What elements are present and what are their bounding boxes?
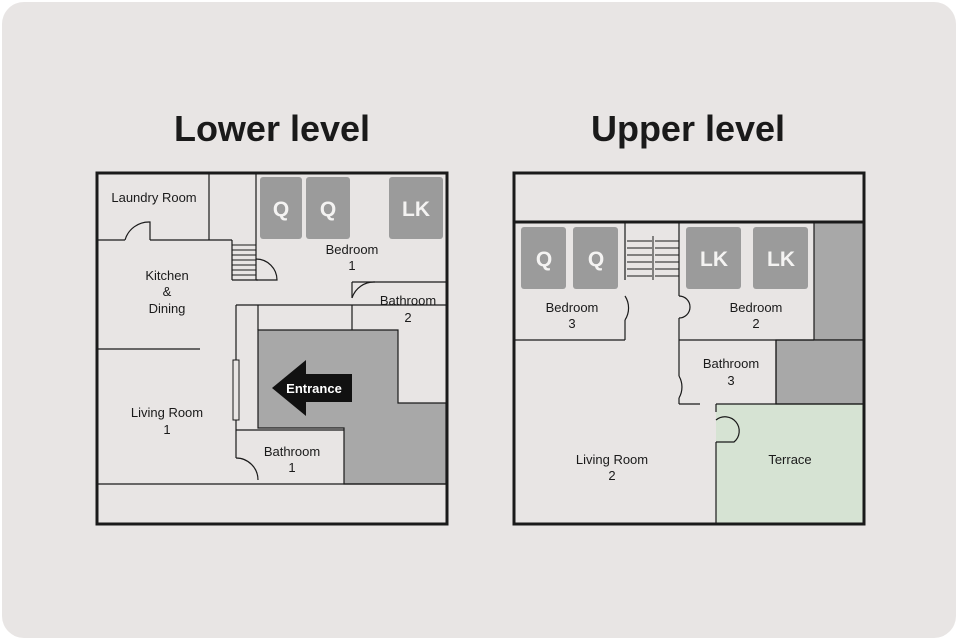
door-bedroom-2 <box>678 295 691 319</box>
lower-beds <box>260 177 443 239</box>
label-bathroom-2-num: 2 <box>404 310 411 325</box>
label-bedroom-1-num: 1 <box>348 258 355 273</box>
label-terrace: Terrace <box>768 452 811 467</box>
label-living-room-1-num: 1 <box>163 422 170 437</box>
entrance-area <box>257 329 447 485</box>
door-bathroom-1 <box>235 457 259 481</box>
upper-level-title: Upper level <box>590 108 786 149</box>
bed-q-1-label: Q <box>273 198 289 221</box>
upper-shaded-2 <box>775 339 865 405</box>
label-bathroom-3: Bathroom <box>703 356 759 371</box>
label-bedroom-1: Bedroom <box>326 242 379 257</box>
upper-doors <box>624 295 740 443</box>
label-bathroom-1: Bathroom <box>264 444 320 459</box>
label-kitchen: Kitchen <box>145 268 188 283</box>
upper-interior-walls <box>514 222 864 524</box>
bed-q-2-label: Q <box>320 198 336 221</box>
label-kitchen-amp: & <box>163 284 172 299</box>
bed-q-3-label: Q <box>536 248 552 271</box>
door-bedroom-1 <box>255 258 278 281</box>
bed-q-2 <box>306 177 350 239</box>
label-bedroom-3: Bedroom <box>546 300 599 315</box>
label-living-room-1: Living Room <box>131 405 203 420</box>
label-bathroom-2: Bathroom <box>380 293 436 308</box>
label-bathroom-1-num: 1 <box>288 460 295 475</box>
label-bedroom-2: Bedroom <box>730 300 783 315</box>
upper-stairs <box>627 236 679 280</box>
bed-lk-2 <box>686 227 741 289</box>
lower-doors <box>124 221 376 481</box>
lower-level-title: Lower level <box>173 108 371 149</box>
upper-shaded-1 <box>813 221 865 341</box>
upper-beds <box>521 227 808 289</box>
door-bathroom-3 <box>678 375 683 399</box>
bed-lk-3 <box>753 227 808 289</box>
lower-level-plan <box>95 171 449 526</box>
upper-outer-wall <box>512 171 866 526</box>
bed-lk-1 <box>389 177 443 239</box>
label-laundry-room: Laundry Room <box>111 190 196 205</box>
label-dining: Dining <box>149 301 186 316</box>
arrow-icon <box>272 360 352 416</box>
label-bathroom-3-num: 3 <box>727 373 734 388</box>
label-living-room-2-num: 2 <box>608 468 615 483</box>
door-bedroom-3 <box>624 295 630 321</box>
entrance-label: Entrance <box>286 381 342 396</box>
door-laundry <box>124 221 151 241</box>
upper-level-plan <box>512 171 866 526</box>
bed-lk-2-label: LK <box>700 248 728 271</box>
entrance-arrow: Entrance <box>272 360 352 416</box>
terrace-area <box>716 404 864 524</box>
lower-stairs <box>232 244 256 276</box>
label-bedroom-2-num: 2 <box>752 316 759 331</box>
bed-q-4 <box>573 227 618 289</box>
bed-lk-1-label: LK <box>402 198 430 221</box>
entrance-window <box>232 359 240 421</box>
door-bathroom-2 <box>351 281 376 299</box>
bed-q-1 <box>260 177 302 239</box>
door-terrace <box>715 416 740 443</box>
label-bedroom-3-num: 3 <box>568 316 575 331</box>
bed-q-3 <box>521 227 566 289</box>
bed-lk-3-label: LK <box>767 248 795 271</box>
bed-q-4-label: Q <box>588 248 604 271</box>
label-living-room-2: Living Room <box>576 452 648 467</box>
